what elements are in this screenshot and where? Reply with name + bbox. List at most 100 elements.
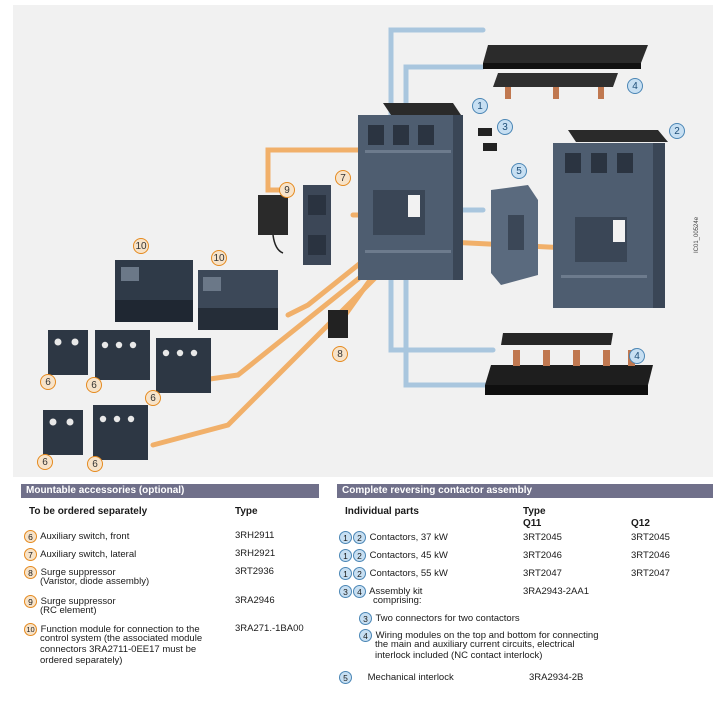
item-label: Assembly kit — [369, 586, 423, 598]
column-header-q11: Q11 — [523, 518, 542, 529]
mountable-accessories-panel: Mountable accessories (optional) To be o… — [21, 484, 319, 694]
q11-type: 3RT2047 — [523, 568, 562, 579]
item-type: 3RH2911 — [235, 530, 275, 541]
item-label-line4: ordered separately) — [40, 655, 123, 666]
q12-type: 3RT2047 — [631, 568, 670, 579]
kit-component-row: 3 Two connectors for two contactors — [359, 612, 711, 625]
item-label: Surge suppressor — [40, 596, 116, 608]
item-number: 2 — [353, 531, 366, 544]
callout-6-e: 6 — [87, 456, 103, 472]
item-number: 6 — [24, 530, 37, 543]
kit-component-row: 4 Wiring modules on the top and bottom f… — [359, 629, 711, 663]
panel-title: Mountable accessories (optional) — [21, 484, 319, 498]
item-number: 3 — [359, 612, 372, 625]
surge-suppressor-rc — [258, 195, 288, 254]
item-number: 4 — [353, 585, 366, 598]
item-label-line2: the main and auxiliary current circuits,… — [375, 639, 575, 650]
item-type: 3RT2936 — [235, 566, 274, 577]
q11-type: 3RT2045 — [523, 532, 562, 543]
callout-2: 2 — [669, 123, 685, 139]
surge-suppressor-varistor — [328, 310, 348, 338]
item-number: 9 — [24, 595, 37, 608]
kit-type: 3RA2943-2AA1 — [523, 586, 590, 597]
item-number: 1 — [339, 567, 352, 580]
function-module-1 — [115, 260, 193, 322]
panel-title: Complete reversing contactor assembly — [337, 484, 713, 498]
auxiliary-switch-front-2 — [95, 330, 150, 380]
small-connectors — [478, 128, 497, 151]
auxiliary-switch-front-3 — [156, 338, 211, 393]
item-type: 3RA2946 — [235, 595, 275, 606]
item-label-line3: connectors 3RA2711-0EE17 must be — [40, 644, 197, 655]
function-module-2 — [198, 270, 278, 330]
item-number: 1 — [339, 549, 352, 562]
auxiliary-switch-front-1 — [48, 330, 88, 375]
item-label: Mechanical interlock — [367, 672, 454, 684]
auxiliary-switch-front-4 — [43, 410, 83, 455]
item-label: Two connectors for two contactors — [375, 613, 520, 625]
accessory-row: 9 Surge suppressor (RC element) 3RA2946 — [24, 595, 319, 617]
auxiliary-switch-lateral — [303, 185, 331, 265]
item-label-line2: (RC element) — [40, 605, 97, 616]
q12-type: 3RT2046 — [631, 550, 670, 561]
callout-3: 3 — [497, 119, 513, 135]
callout-10-a: 10 — [133, 238, 149, 254]
callout-6-b: 6 — [86, 377, 102, 393]
callout-6-c: 6 — [145, 390, 161, 406]
column-header-type: Type — [523, 506, 546, 517]
bottom-wiring-module — [485, 333, 653, 395]
q12-type: 3RT2045 — [631, 532, 670, 543]
item-label-line2: comprising: — [373, 595, 422, 606]
callout-8: 8 — [332, 346, 348, 362]
item-number: 2 — [353, 549, 366, 562]
item-number: 1 — [339, 531, 352, 544]
document-code: IC01_00524e — [694, 216, 700, 253]
callout-9: 9 — [279, 182, 295, 198]
callout-1: 1 — [472, 98, 488, 114]
mechanical-interlock — [491, 185, 538, 285]
top-wiring-module — [483, 45, 648, 99]
contactor-q12 — [553, 130, 668, 308]
contactor-q11 — [358, 103, 463, 280]
item-label: Contactors, 55 kW — [369, 568, 448, 580]
callout-4-bottom: 4 — [629, 348, 645, 364]
item-type: 3RA271.-1BA00 — [235, 623, 304, 634]
column-header-q12: Q12 — [631, 518, 650, 529]
callout-6-d: 6 — [37, 454, 53, 470]
item-number: 7 — [24, 548, 37, 561]
column-header-item: To be ordered separately — [29, 506, 148, 517]
item-label: Auxiliary switch, lateral — [40, 549, 137, 561]
item-label: Contactors, 37 kW — [369, 532, 448, 544]
accessory-row: 10 Function module for connection to the… — [24, 623, 319, 669]
item-number: 10 — [24, 623, 37, 636]
callout-7: 7 — [335, 170, 351, 186]
callout-6-a: 6 — [40, 374, 56, 390]
column-header-type: Type — [235, 506, 258, 517]
exploded-assembly-figure: 1 2 3 4 4 5 7 9 10 10 6 6 6 6 6 8 IC01_0… — [13, 5, 713, 477]
item-type: 3RH2921 — [235, 548, 276, 559]
item-number: 3 — [339, 585, 352, 598]
item-number: 5 — [339, 671, 352, 684]
item-label: Surge suppressor — [40, 567, 116, 579]
callout-4-top: 4 — [627, 78, 643, 94]
item-label-line3: interlock included (NC contact interlock… — [375, 650, 543, 661]
callout-10-b: 10 — [211, 250, 227, 266]
q11-type: 3RT2046 — [523, 550, 562, 561]
item-label: Contactors, 45 kW — [369, 550, 448, 562]
reversing-contactor-panel: Complete reversing contactor assembly In… — [337, 484, 713, 694]
assembly-drawing — [43, 27, 668, 460]
item-label-line2: control system (the associated module — [40, 633, 203, 644]
item-label: Auxiliary switch, front — [40, 531, 130, 543]
item-number: 4 — [359, 629, 372, 642]
accessory-row: 8 Surge suppressor (Varistor, diode asse… — [24, 566, 319, 588]
accessory-row: 7 Auxiliary switch, lateral 3RH2921 — [24, 548, 319, 561]
column-header-item: Individual parts — [345, 506, 419, 517]
auxiliary-switch-front-5 — [93, 405, 148, 460]
item-label-line2: (Varistor, diode assembly) — [40, 576, 150, 587]
callout-5: 5 — [511, 163, 527, 179]
item-label: Wiring modules on the top and bottom for… — [375, 630, 599, 642]
